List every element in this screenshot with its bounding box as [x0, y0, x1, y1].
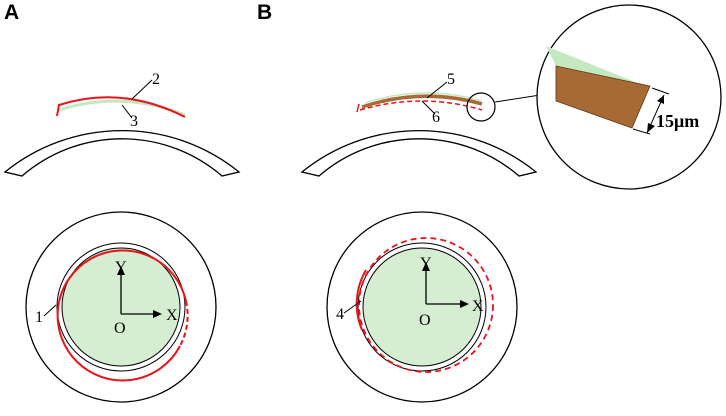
red-tick-b — [356, 103, 360, 113]
dim-ext-top — [651, 87, 670, 95]
x-arrow-b — [460, 300, 469, 308]
red-layer-a-dashed — [179, 300, 189, 347]
callout-2: 2 — [152, 71, 160, 88]
red-layer-a-solid — [56, 249, 187, 382]
arc-ring-a — [3, 130, 241, 177]
red-layer-b-solid — [355, 269, 367, 331]
leader-2 — [131, 79, 153, 100]
leader-1 — [43, 304, 57, 317]
journal-b — [362, 247, 482, 367]
panel-letter-b: B — [257, 1, 272, 24]
panel-a-arc-section: 2 3 — [3, 71, 241, 177]
panel-b-arc-section: 5 6 — [300, 71, 567, 177]
dim-ext-bottom — [632, 128, 651, 135]
dim-arrow-top — [657, 95, 664, 104]
y-arrow-b — [422, 262, 430, 271]
y-label-a: Y — [115, 259, 127, 276]
zoom-inset: 15μm — [536, 4, 722, 190]
zoom-film-block — [555, 65, 651, 129]
callout-1: 1 — [35, 309, 43, 326]
thickness-label: 15μm — [656, 111, 699, 131]
x-label-a: X — [166, 307, 178, 324]
x-arrow-a — [153, 310, 162, 318]
arc-ring-b — [300, 130, 538, 177]
origin-label-b: O — [419, 312, 431, 329]
zoom-green-wedge — [546, 46, 650, 88]
callout-3: 3 — [130, 113, 138, 130]
x-label-b: X — [472, 298, 484, 315]
red-layer-a — [56, 96, 186, 118]
leader-5 — [426, 81, 448, 99]
callout-5: 5 — [447, 71, 455, 88]
y-arrow-a — [117, 266, 125, 275]
leader-4 — [343, 300, 362, 314]
panel-letter-a: A — [4, 1, 19, 24]
panel-b-bearing: Y X O 4 — [326, 211, 518, 403]
origin-label-a: O — [114, 320, 126, 337]
red-layer-b-dashed-ring — [358, 237, 494, 373]
panel-a-bearing: Y X O 1 — [25, 211, 217, 403]
leader-3 — [121, 104, 133, 119]
zoom-source-circle — [466, 92, 496, 122]
film-b-top — [364, 92, 483, 104]
callout-4: 4 — [336, 306, 344, 323]
dim-arrow-bottom — [647, 123, 655, 133]
y-label-b: Y — [420, 255, 432, 272]
callout-6: 6 — [432, 109, 440, 126]
leader-6 — [421, 100, 436, 115]
